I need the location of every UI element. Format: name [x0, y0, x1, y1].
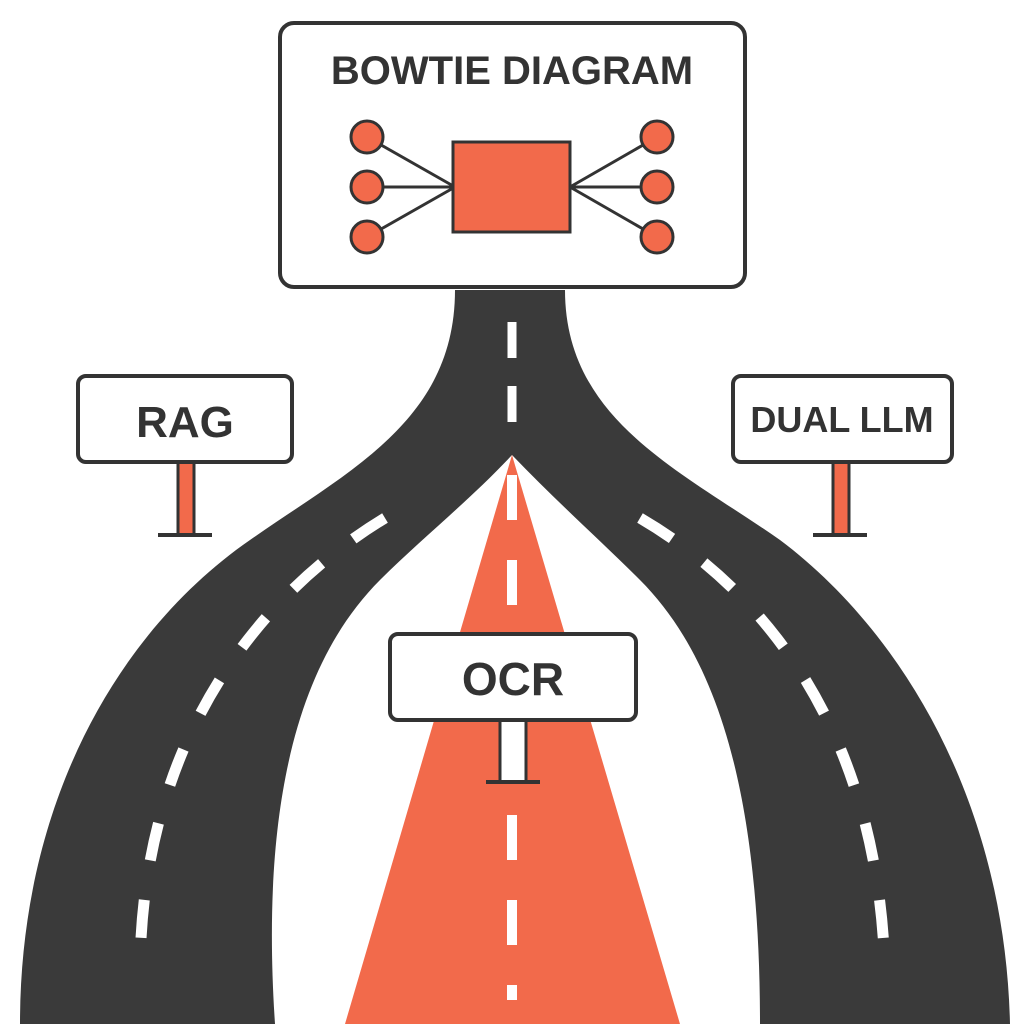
- rag-label: RAG: [136, 398, 234, 447]
- dual-llm-sign: DUAL LLM: [731, 374, 954, 537]
- right-lane-dashes: [637, 513, 891, 976]
- dual-llm-label: DUAL LLM: [750, 399, 933, 440]
- bowtie-title: BOWTIE DIAGRAM: [331, 49, 693, 93]
- left-lane-dashes: [134, 513, 388, 976]
- bowtie-icon: [349, 119, 675, 255]
- ocr-label: OCR: [462, 653, 564, 705]
- rag-sign: RAG: [76, 374, 294, 537]
- ocr-sign: OCR: [388, 632, 638, 784]
- bowtie-diagram-sign: BOWTIE DIAGRAM: [278, 21, 747, 289]
- road-network: [20, 290, 1010, 1024]
